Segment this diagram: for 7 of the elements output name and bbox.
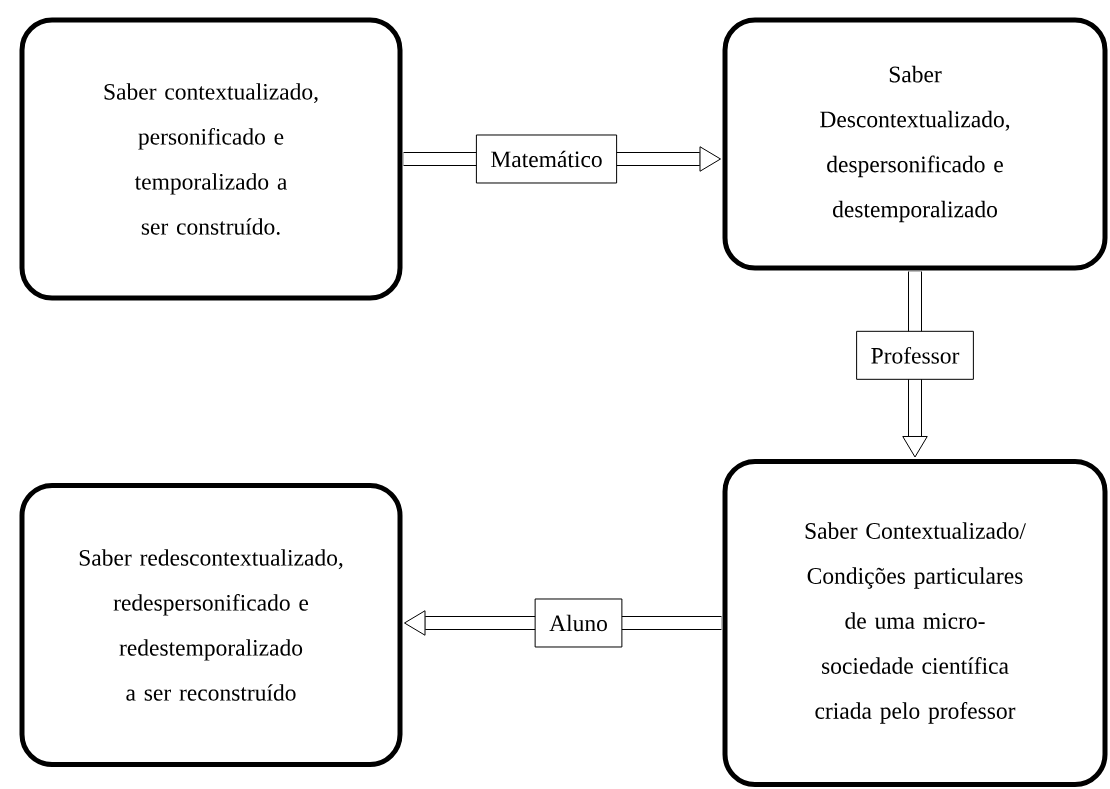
rounded-box: Saber redescontextualizado, redespersonificado e redestemporalizado a ser reconstruído — [19, 483, 403, 767]
rounded-box: Saber Contextualizado/ Condições particulares de uma micro-sociedade científica criada pelo professor — [722, 459, 1108, 787]
rounded-box: Saber Descontextualizado, despersonificado e destemporalizado — [722, 17, 1108, 271]
edge-label: Matemático — [475, 134, 618, 184]
edge-label: Professor — [856, 330, 974, 380]
rounded-box: Saber contextualizado, personificado e temporalizado a ser construído. — [19, 17, 403, 301]
edge-label: Aluno — [534, 598, 623, 648]
